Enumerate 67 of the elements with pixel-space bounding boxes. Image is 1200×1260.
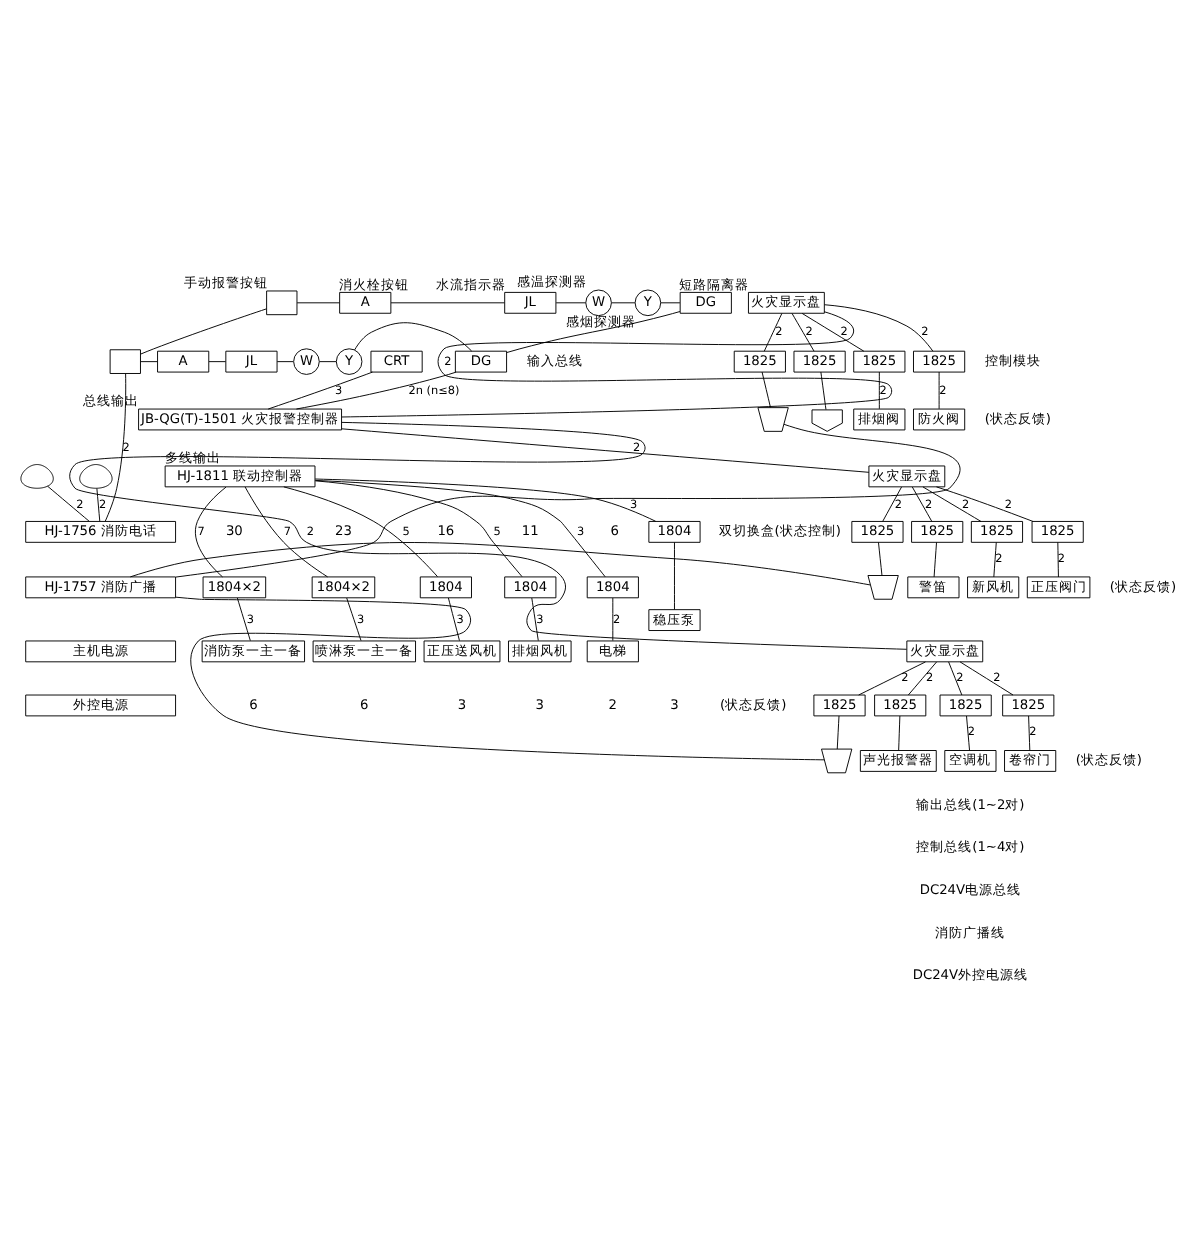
connector — [314, 477, 657, 521]
connector — [836, 714, 840, 749]
connector — [531, 596, 539, 641]
node-dome — [811, 408, 843, 431]
connector — [791, 311, 815, 351]
connector — [319, 360, 337, 362]
connector — [175, 595, 825, 760]
connector — [175, 422, 961, 577]
connector — [761, 370, 771, 407]
connector — [858, 660, 926, 695]
connector — [69, 420, 908, 649]
connector — [938, 370, 940, 409]
connector — [911, 485, 933, 521]
connector — [907, 660, 938, 695]
connector — [612, 596, 614, 641]
connector — [820, 370, 827, 410]
connector — [993, 540, 997, 577]
connector — [346, 596, 362, 641]
connector — [948, 660, 963, 695]
connector — [447, 596, 460, 641]
connector — [878, 370, 880, 409]
connector — [959, 660, 1014, 695]
node-trapezium — [757, 406, 789, 431]
connector — [1057, 540, 1059, 577]
connector — [1028, 714, 1031, 750]
connector — [244, 485, 329, 577]
node-egg — [20, 463, 54, 488]
node-egg — [79, 463, 113, 488]
connector — [341, 310, 893, 417]
connector — [47, 484, 90, 521]
connector — [611, 301, 636, 303]
connector — [936, 485, 1034, 521]
connector — [801, 311, 865, 351]
connector — [140, 360, 158, 362]
connector — [922, 485, 982, 521]
connector — [129, 541, 871, 585]
connector — [283, 485, 438, 577]
connector — [341, 427, 870, 472]
connector — [140, 307, 267, 354]
node-trapezium — [867, 574, 899, 599]
node-box — [109, 348, 141, 373]
connector — [208, 360, 227, 362]
connector — [296, 301, 340, 303]
connector — [276, 360, 294, 362]
connector — [933, 540, 937, 577]
connector — [314, 479, 523, 577]
connector — [966, 714, 971, 750]
connector — [824, 303, 934, 351]
connector — [104, 372, 127, 521]
connector — [882, 485, 903, 521]
connector — [898, 714, 901, 750]
connector — [96, 486, 101, 521]
connector — [763, 311, 783, 351]
connector — [674, 540, 675, 609]
node-trapezium — [821, 747, 853, 773]
connector — [660, 301, 681, 303]
connector — [878, 540, 883, 575]
connector — [506, 310, 681, 352]
connector — [314, 478, 606, 577]
connector — [236, 596, 251, 641]
connector — [267, 370, 373, 409]
connector — [555, 301, 587, 303]
connector — [194, 485, 227, 577]
connector — [354, 321, 473, 351]
connector — [295, 370, 457, 409]
node-box — [266, 289, 298, 315]
connector — [390, 301, 505, 303]
